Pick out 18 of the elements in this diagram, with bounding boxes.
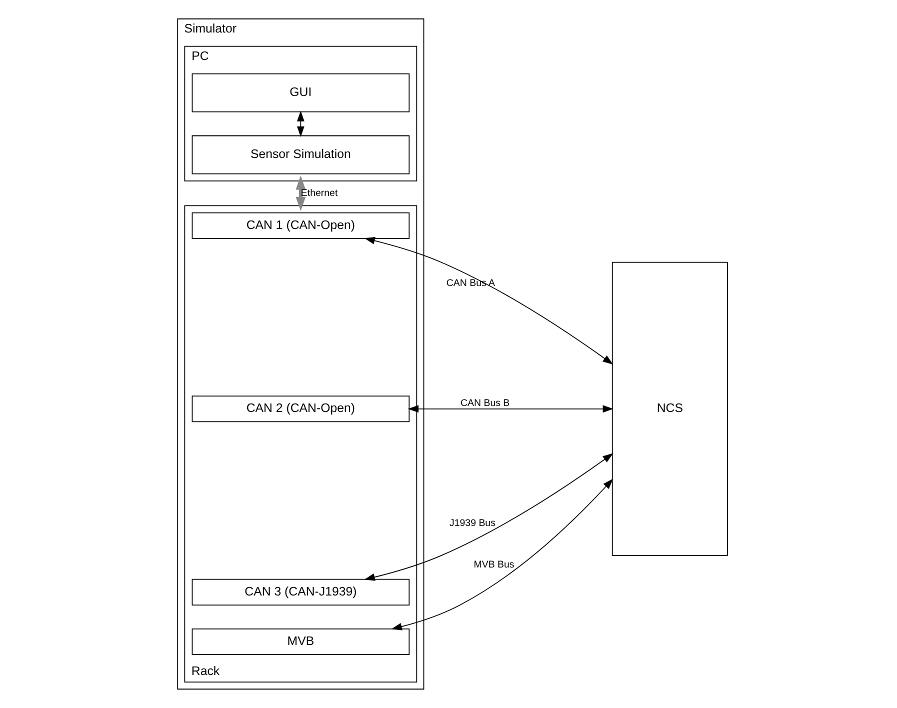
node-box: GUI [191,73,410,112]
edge-label: CAN Bus A [446,278,495,290]
node-box: Sensor Simulation [191,135,410,174]
edge-label: Ethernet [300,188,338,199]
arrow [390,478,613,630]
arrow [295,176,306,212]
edge-label: CAN Bus B [460,398,510,410]
node-box: MVB [191,628,410,656]
arrow [407,405,613,413]
edge-label: J1939 Bus [449,518,495,529]
node-box: NCS [611,262,728,556]
node-box: CAN 2 (CAN-Open) [191,396,410,422]
arrow [296,110,304,137]
node-box: CAN 1 (CAN-Open) [191,212,410,239]
edge-label: MVB Bus [473,559,514,570]
arrow [364,453,613,581]
node-box: CAN 3 (CAN-J1939) [191,578,410,606]
arrow [364,237,613,365]
